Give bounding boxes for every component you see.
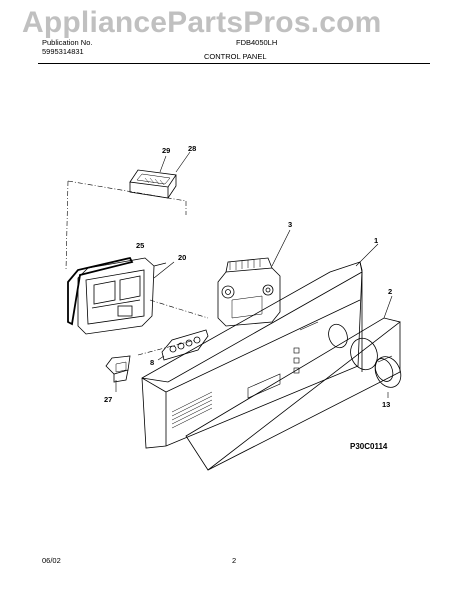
callout-25: 25 [136,241,145,250]
control-panel-part [141,243,379,449]
assembly-guide-lines [65,180,209,356]
callout-13: 13 [382,400,391,409]
section-title: CONTROL PANEL [204,52,267,61]
callout-28: 28 [188,144,197,153]
callout-2: 2 [388,287,393,296]
callout-1: 1 [374,236,379,245]
callout-8: 8 [150,358,155,367]
publication-label: Publication No. [42,38,93,47]
control-knob-part [374,355,402,398]
model-number: FDB4050LH [236,38,278,47]
detergent-dispenser-part [77,257,175,335]
latch-switch-part [105,355,131,392]
site-watermark: AppliancePartsPros.com [22,6,382,39]
gasket-part [67,256,134,326]
footer-date: 06/02 [42,556,61,565]
callout-3: 3 [288,220,293,229]
callout-20: 20 [178,253,187,262]
overlay-panel-part [185,295,401,471]
callout-29: 29 [162,146,171,155]
publication-number: 5995314831 [42,47,84,56]
header-rule [38,63,430,64]
timer-part [217,229,291,327]
switch-block-part [157,329,209,361]
detergent-lid-part [129,151,191,199]
footer-page-number: 2 [232,556,237,565]
callout-27: 27 [104,395,113,404]
drawing-code: P30C0114 [350,442,388,451]
